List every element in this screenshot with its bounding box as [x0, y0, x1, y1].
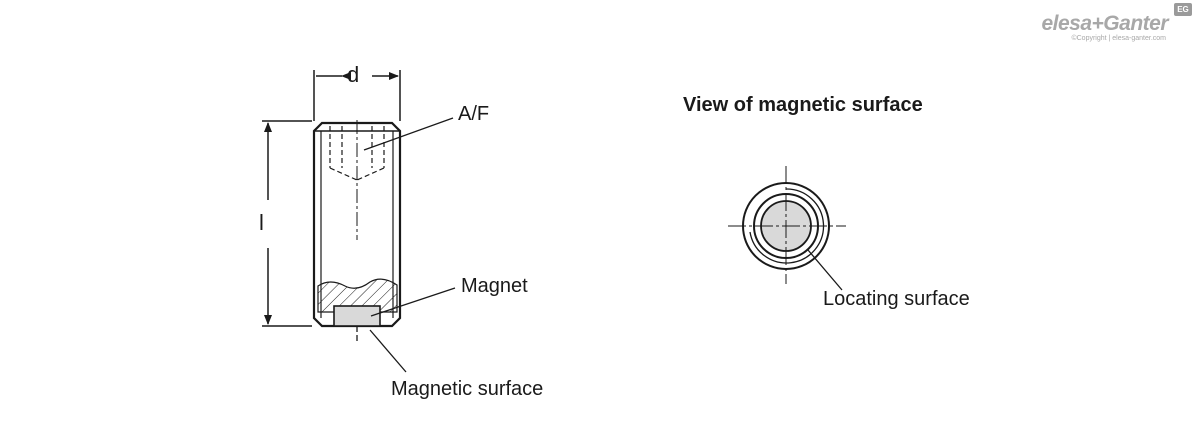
leader-lines-side: [356, 117, 456, 373]
leader-af: [363, 117, 454, 151]
dimension-d: [313, 70, 401, 121]
callout-magnet: Magnet: [461, 275, 528, 297]
dimension-d-label: d: [347, 62, 360, 87]
thread-root-arc: [749, 188, 825, 264]
magnet-insert: [333, 305, 381, 327]
screw-body-outline: [312, 121, 402, 328]
dimension-l: [262, 120, 312, 327]
end-view-title: View of magnetic surface: [683, 94, 923, 116]
set-screw-side-view: [312, 120, 402, 328]
leader-magnet: [370, 287, 456, 317]
brand-copyright: ©Copyright | elesa-ganter.com: [1071, 35, 1166, 42]
brand-logo-text: elesa+Ganter: [1041, 12, 1168, 35]
section-hatch: [317, 278, 398, 313]
dimension-l-label: l: [259, 210, 264, 235]
hex-socket-hidden-lines: [329, 126, 385, 181]
brand-badge-icon: EG: [1174, 3, 1192, 16]
callout-locating-surface: Locating surface: [823, 288, 970, 310]
callout-magnetic-surface: Magnetic surface: [391, 378, 544, 400]
leader-magnetic-surface: [369, 329, 407, 373]
leader-locating-surface: [807, 249, 843, 291]
magnetic-surface-end-view: [728, 166, 846, 291]
callout-af: A/F: [458, 103, 490, 125]
